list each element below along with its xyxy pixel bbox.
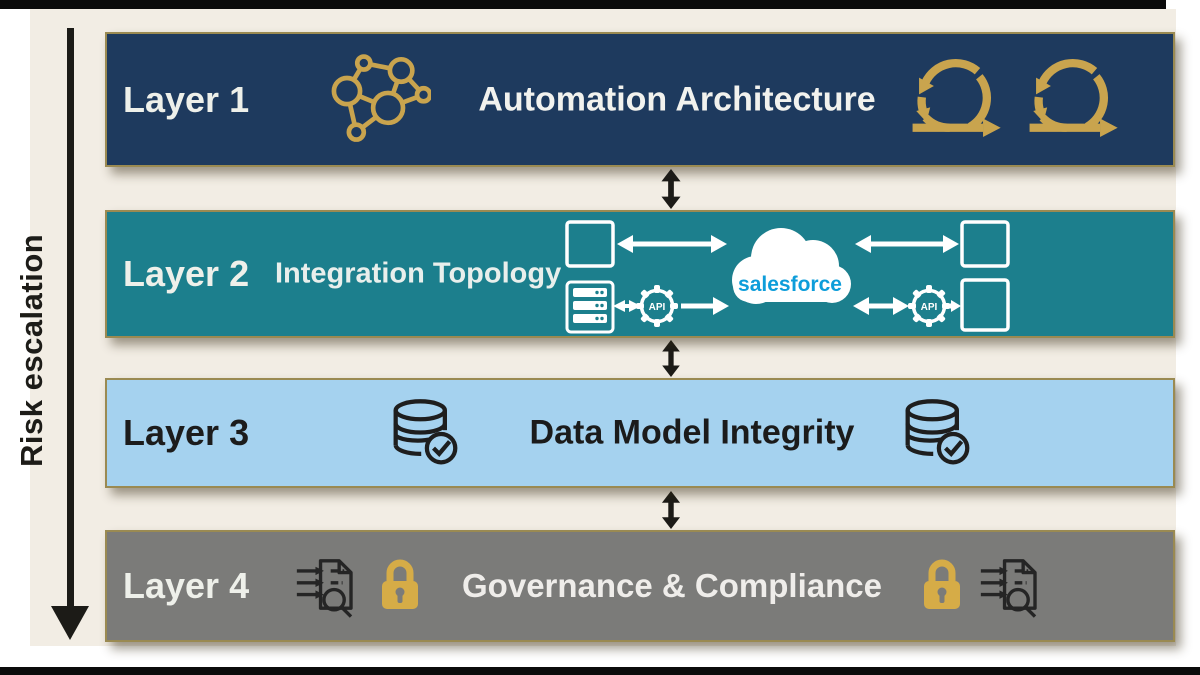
layer-1-title: Automation Architecture (478, 80, 876, 118)
layer-3-title: Data Model Integrity (529, 413, 855, 452)
layer3-layer4-flow-arrow-icon (661, 491, 681, 529)
system-square-icon (565, 220, 615, 268)
network-icon (331, 54, 431, 142)
api-gear-icon: API (636, 285, 678, 327)
layer-1-band: Layer 1 Automation Architecture (105, 32, 1175, 167)
server-icon (565, 280, 615, 334)
audit-search-icon (980, 559, 1037, 618)
bidirectional-arrow-icon (617, 235, 727, 253)
layer-1-label: Layer 1 (123, 78, 250, 120)
bottom-letterbox-bar (0, 667, 1200, 675)
layer2-layer3-flow-arrow-icon (662, 340, 680, 377)
risk-escalation-arrow (67, 28, 74, 608)
system-square-icon (960, 278, 1010, 332)
iteration-cycle-icon (1029, 58, 1118, 138)
risk-escalation-label: Risk escalation (14, 233, 49, 467)
layer-3-label: Layer 3 (123, 412, 250, 453)
api-gear-icon: API (908, 285, 950, 327)
arrow-right-icon (949, 300, 961, 312)
risk-escalation-arrowhead-icon (51, 606, 89, 640)
integration-topology-graphic: salesforce (565, 220, 1010, 334)
padlock-icon (382, 559, 418, 609)
svg-text:API: API (649, 302, 666, 313)
top-letterbox-bar (0, 0, 1166, 9)
system-square-icon (960, 220, 1010, 268)
layer-4-label: Layer 4 (123, 565, 250, 606)
database-check-icon (393, 399, 458, 465)
iteration-cycle-icon (912, 58, 1001, 138)
layer-4-band: Layer 4 Governance & Compliance (105, 530, 1175, 642)
svg-text:salesforce: salesforce (738, 273, 842, 296)
layer-4-title: Governance & Compliance (462, 567, 882, 604)
layer-2-title: Integration Topology (275, 257, 562, 290)
bidirectional-arrow-icon (613, 300, 641, 312)
padlock-icon (924, 559, 960, 609)
layer1-layer2-flow-arrow-icon (661, 169, 681, 209)
bidirectional-arrow-icon (855, 235, 959, 253)
svg-text:API: API (921, 302, 938, 313)
bidirectional-arrow-icon (853, 297, 909, 315)
layer-2-label: Layer 2 (123, 253, 250, 294)
arrow-right-icon (681, 297, 729, 315)
layer-3-band: Layer 3 Data Model Integrity (105, 378, 1175, 488)
database-check-icon (905, 399, 970, 465)
salesforce-cloud-logo: salesforce (732, 228, 851, 304)
audit-search-icon (296, 559, 353, 618)
layer-2-band: Layer 2 Integration Topology salesforce (105, 210, 1175, 338)
